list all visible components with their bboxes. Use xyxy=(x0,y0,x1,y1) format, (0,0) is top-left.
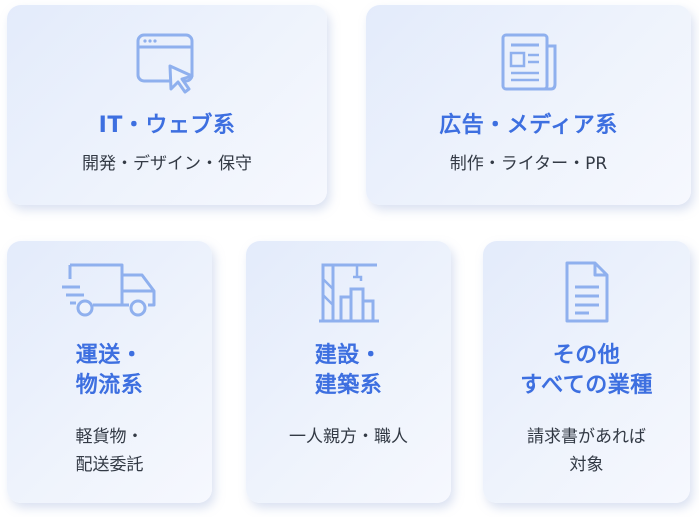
truck-icon xyxy=(61,263,155,317)
category-title-line: 広告・メディア系 xyxy=(439,113,618,138)
category-card-logistics[interactable]: 運送・ 物流系 軽貨物・ 配送委託 xyxy=(7,241,212,503)
category-title-line: 建築系 xyxy=(314,373,383,398)
category-title: 運送・ 物流系 xyxy=(7,341,212,401)
category-title-line: IT・ウェブ系 xyxy=(98,113,236,138)
newspaper-icon xyxy=(501,33,556,91)
category-subtitle: 請求書があれば 対象 xyxy=(483,423,690,479)
category-card-ad-media[interactable]: 広告・メディア系 制作・ライター・PR xyxy=(366,5,691,205)
category-title-line: その他 xyxy=(552,343,621,368)
category-title-line: 運送・ xyxy=(75,343,144,368)
category-subtitle: 開発・デザイン・保守 xyxy=(7,150,327,178)
category-title: その他 すべての業種 xyxy=(483,341,690,401)
category-card-it-web[interactable]: IT・ウェブ系 開発・デザイン・保守 xyxy=(7,5,327,205)
browser-cursor-icon xyxy=(136,33,194,94)
category-title-line: 物流系 xyxy=(75,373,144,398)
category-title: IT・ウェブ系 xyxy=(7,111,327,141)
document-icon xyxy=(565,261,608,323)
category-title-line: すべての業種 xyxy=(520,373,653,398)
category-subtitle-line: 配送委託 xyxy=(75,455,144,475)
category-subtitle-line: 制作・ライター・PR xyxy=(449,154,608,174)
category-subtitle: 一人親方・職人 xyxy=(246,423,451,451)
category-card-others[interactable]: その他 すべての業種 請求書があれば 対象 xyxy=(483,241,690,503)
category-subtitle-line: 一人親方・職人 xyxy=(289,427,408,447)
category-title-line: 建設・ xyxy=(314,343,383,368)
category-subtitle-line: 対象 xyxy=(569,455,604,475)
category-title: 建設・ 建築系 xyxy=(246,341,451,401)
category-subtitle: 軽貨物・ 配送委託 xyxy=(7,423,212,479)
category-subtitle-line: 請求書があれば xyxy=(527,427,646,447)
category-subtitle-line: 開発・デザイン・保守 xyxy=(82,154,252,174)
category-subtitle-line: 軽貨物・ xyxy=(75,427,144,447)
category-title: 広告・メディア系 xyxy=(366,111,691,141)
category-subtitle: 制作・ライター・PR xyxy=(366,150,691,178)
crane-building-icon xyxy=(318,263,379,323)
category-card-construction[interactable]: 建設・ 建築系 一人親方・職人 xyxy=(246,241,451,503)
